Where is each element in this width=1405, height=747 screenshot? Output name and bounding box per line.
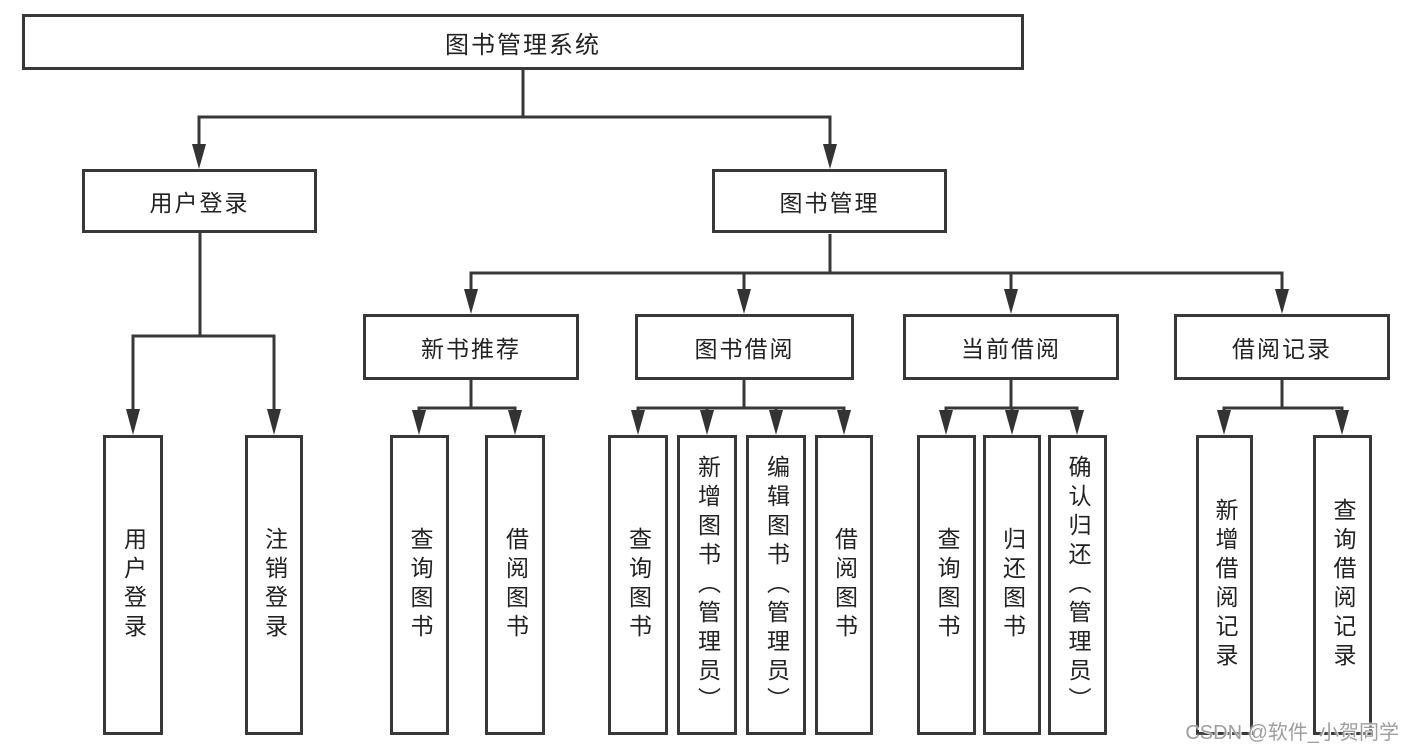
- leaf-label: 查询借阅记录: [1330, 498, 1356, 672]
- node-user-login: 用户登录: [82, 169, 317, 233]
- leaf-borrow-books: 借阅图书: [815, 435, 873, 735]
- leaf-label: 查询图书: [934, 527, 960, 643]
- leaf-label: 查询图书: [625, 527, 652, 643]
- leaf-return-books: 归还图书: [983, 435, 1041, 735]
- node-label: 图书借阅: [694, 336, 795, 362]
- leaf-logout: 注销登录: [245, 435, 303, 735]
- leaf-query-books: 查询图书: [390, 435, 449, 735]
- leaf-add-borrow-record: 新增借阅记录: [1196, 435, 1253, 735]
- leaf-borrow-books: 借阅图书: [485, 435, 545, 735]
- leaf-label: 借阅图书: [502, 527, 529, 643]
- leaf-add-books-admin: 新增图书（管理员）: [677, 435, 737, 735]
- leaf-label: 用户登录: [120, 527, 147, 643]
- node-current-borrow: 当前借阅: [903, 314, 1119, 380]
- leaf-label: 编辑图书（管理员）: [763, 454, 790, 716]
- node-label: 用户登录: [149, 190, 250, 216]
- leaf-label: 查询图书: [407, 527, 433, 643]
- node-borrow-records: 借阅记录: [1174, 314, 1390, 380]
- leaf-label: 注销登录: [261, 527, 288, 643]
- node-library-management-system: 图书管理系统: [22, 14, 1024, 70]
- node-label: 图书管理: [779, 190, 880, 216]
- node-book-management: 图书管理: [712, 169, 947, 233]
- leaf-label: 新增借阅记录: [1212, 498, 1238, 672]
- csdn-watermark: CSDN @软件_小贺同学: [1185, 722, 1399, 744]
- node-book-borrow: 图书借阅: [635, 314, 854, 380]
- leaf-label: 确认归还（管理员）: [1065, 454, 1091, 716]
- leaf-query-books: 查询图书: [608, 435, 668, 735]
- node-new-book-recommend: 新书推荐: [363, 314, 579, 380]
- leaf-label: 归还图书: [999, 527, 1026, 643]
- node-label: 当前借阅: [961, 336, 1061, 362]
- node-label: 图书管理系统: [445, 31, 601, 59]
- leaf-edit-books-admin: 编辑图书（管理员）: [746, 435, 806, 735]
- leaf-label: 借阅图书: [831, 527, 858, 643]
- node-label: 借阅记录: [1232, 336, 1332, 362]
- leaf-confirm-return-admin: 确认归还（管理员）: [1048, 435, 1107, 735]
- node-label: 新书推荐: [421, 336, 521, 362]
- leaf-user-login: 用户登录: [103, 435, 163, 735]
- leaf-query-books: 查询图书: [917, 435, 976, 735]
- leaf-label: 新增图书（管理员）: [694, 454, 721, 716]
- leaf-query-borrow-record: 查询借阅记录: [1313, 435, 1372, 735]
